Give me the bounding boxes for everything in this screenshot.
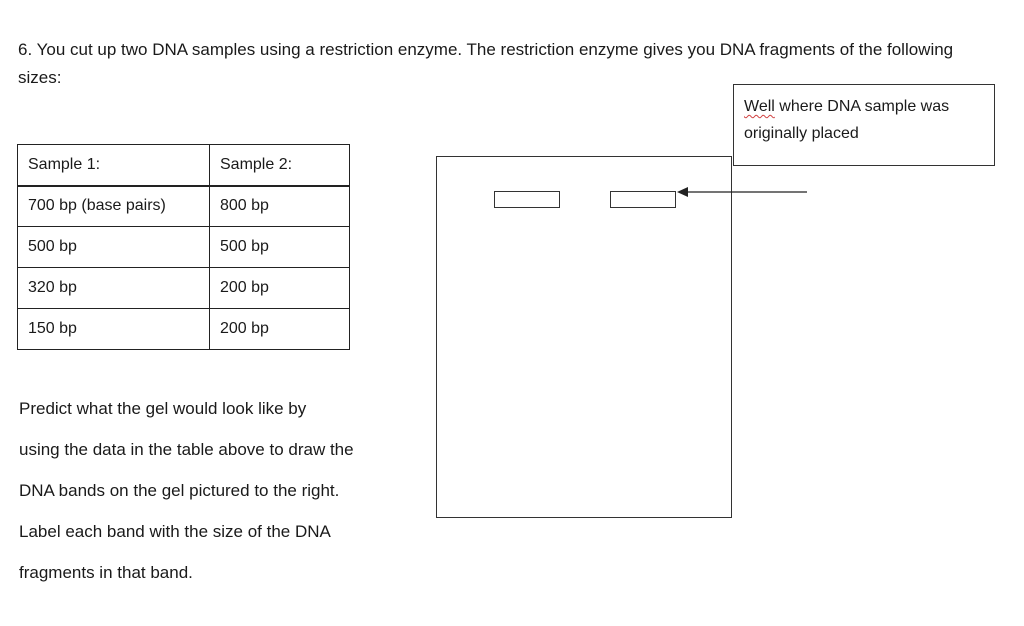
gel-well-2 bbox=[610, 191, 676, 208]
table-row: 150 bp 200 bp bbox=[17, 308, 350, 350]
table-row: 320 bp 200 bp bbox=[17, 267, 350, 309]
header-sample-2: Sample 2: bbox=[209, 144, 350, 187]
table-row: 700 bp (base pairs) 800 bp bbox=[17, 184, 350, 227]
instruction-line: fragments in that band. bbox=[19, 563, 193, 582]
header-sample-1: Sample 1: bbox=[17, 144, 210, 187]
callout-text: where DNA sample was originally placed bbox=[744, 98, 950, 142]
instructions: Predict what the gel would look like by … bbox=[19, 391, 419, 596]
table-row: 500 bp 500 bp bbox=[17, 226, 350, 268]
fragment-size-table: Sample 1: Sample 2: 700 bp (base pairs) … bbox=[17, 144, 350, 350]
well-callout-box: Well where DNA sample was originally pla… bbox=[733, 84, 995, 166]
table-cell: 200 bp bbox=[209, 267, 350, 309]
table-cell: 500 bp bbox=[17, 226, 210, 268]
table-cell: 150 bp bbox=[17, 308, 210, 350]
arrow-left-icon bbox=[677, 187, 807, 197]
table-cell: 800 bp bbox=[209, 184, 350, 227]
instruction-line: Predict what the gel would look like by bbox=[19, 399, 307, 418]
table-header-row: Sample 1: Sample 2: bbox=[17, 144, 350, 187]
table-cell: 320 bp bbox=[17, 267, 210, 309]
table-cell: 500 bp bbox=[209, 226, 350, 268]
instruction-line: using the data in the table above to dra… bbox=[19, 440, 354, 459]
table-cell: 700 bp (base pairs) bbox=[17, 184, 210, 227]
callout-flagged-word: Well bbox=[744, 98, 775, 115]
gel-well-1 bbox=[494, 191, 560, 208]
gel-diagram bbox=[436, 156, 732, 518]
instruction-line: Label each band with the size of the DNA bbox=[19, 522, 331, 541]
question-text: 6. You cut up two DNA samples using a re… bbox=[18, 40, 954, 87]
instruction-line: DNA bands on the gel pictured to the rig… bbox=[19, 481, 340, 500]
table-cell: 200 bp bbox=[209, 308, 350, 350]
